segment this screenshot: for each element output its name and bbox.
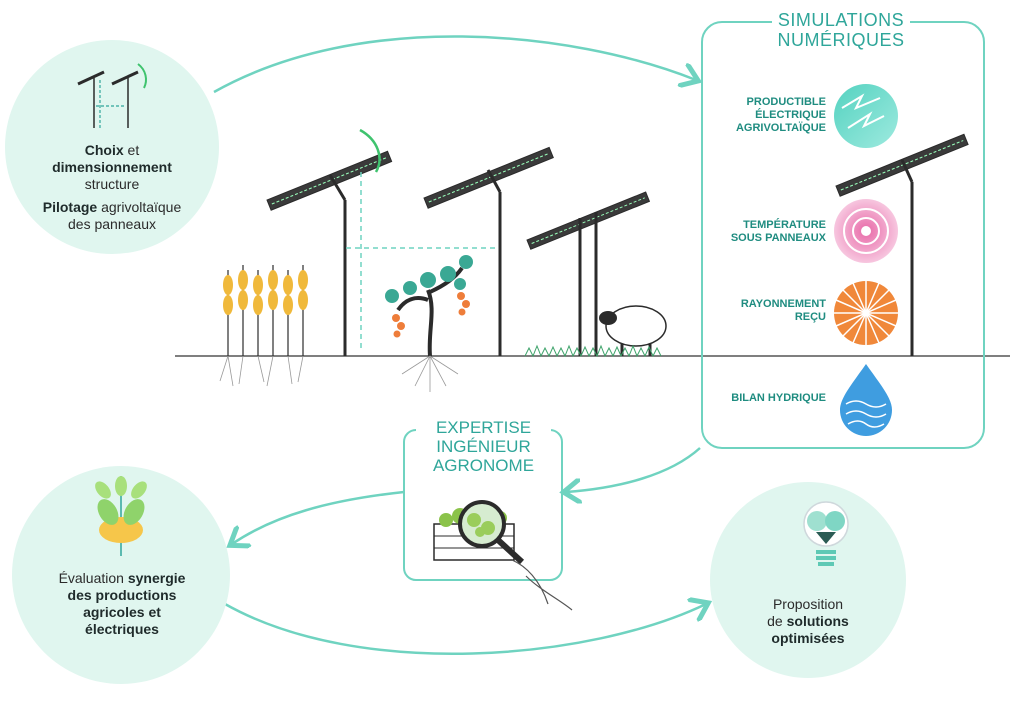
sim-item-radiation-l1: RAYONNEMENT — [740, 298, 826, 310]
pilotage-suffix: agrivoltaïque — [97, 199, 182, 215]
solutions-label: solutions — [786, 613, 849, 629]
wheat-field-icon — [219, 265, 308, 387]
de-label: de — [767, 613, 787, 629]
structure-label: structure — [84, 176, 140, 192]
solar-panel-3 — [526, 191, 651, 356]
agricoles-label: agricoles et — [83, 604, 161, 620]
structure-text: Choix et dimensionnement structure Pilot… — [20, 142, 204, 233]
sim-item-radiation: RAYONNEMENT REÇU — [706, 298, 826, 324]
sim-item-radiation-l2: REÇU — [794, 311, 826, 323]
arrow-simulations-to-expertise — [566, 447, 701, 492]
sim-item-electric-l2: ÉLECTRIQUE — [755, 109, 826, 121]
expertise-line1: EXPERTISE — [435, 418, 532, 437]
grass-icon — [524, 344, 662, 358]
sim-item-electric-l3: AGRIVOLTAÏQUE — [735, 122, 826, 134]
expertise-line3: AGRONOME — [432, 456, 535, 475]
sim-item-temperature-l1: TEMPÉRATURE — [743, 219, 826, 231]
electriques-label: électriques — [85, 621, 159, 637]
evaluation-label: Évaluation — [58, 570, 128, 586]
synergy-text: Évaluation synergie des productions agri… — [30, 570, 214, 638]
sim-item-electric-yield: PRODUCTIBLE ÉLECTRIQUE AGRIVOLTAÏQUE — [706, 96, 826, 135]
crate-magnifier-icon — [433, 500, 573, 611]
simulations-title: SIMULATIONS NUMÉRIQUES — [772, 10, 910, 50]
choix-suffix: et — [123, 142, 140, 158]
sim-item-water-l1: BILAN HYDRIQUE — [731, 392, 826, 404]
optimisees-label: optimisées — [771, 630, 845, 646]
sim-item-temperature: TEMPÉRATURE SOUS PANNEAUX — [706, 219, 826, 245]
tilt-arrow — [359, 128, 381, 173]
solar-panel-2 — [423, 146, 554, 356]
sheep-icon — [599, 305, 667, 356]
arrow-expertise-to-synergy — [232, 490, 405, 544]
vine-plant-icon — [385, 255, 473, 392]
synergie-label: synergie — [127, 570, 186, 586]
electric-yield-icon — [834, 84, 898, 148]
sim-item-water-balance: BILAN HYDRIQUE — [706, 392, 826, 405]
radiation-icon — [834, 281, 898, 345]
pilotage-label: Pilotage — [42, 199, 98, 215]
expertise-line2: INGÉNIEUR — [436, 437, 531, 456]
solutions-text: Proposition de solutions optimisées — [730, 596, 886, 647]
productions-label: des productions — [67, 587, 177, 603]
solar-panel-4 — [835, 133, 969, 356]
temperature-icon — [834, 199, 898, 263]
expertise-title: EXPERTISE INGÉNIEUR AGRONOME — [416, 418, 551, 475]
arrow-synergy-to-solutions — [224, 604, 706, 655]
dimensionnement-label: dimensionnement — [52, 159, 172, 175]
panels-label: des panneaux — [68, 216, 156, 232]
simulations-title-line1: SIMULATIONS — [777, 10, 905, 30]
sim-item-electric-l1: PRODUCTIBLE — [746, 96, 826, 108]
arrow-structure-to-simulations — [213, 35, 696, 94]
choix-label: Choix — [84, 142, 124, 158]
solar-panel-1 — [266, 150, 393, 356]
sim-item-temperature-l2: SOUS PANNEAUX — [730, 232, 826, 244]
water-drop-icon — [840, 364, 892, 436]
proposition-label: Proposition — [772, 596, 844, 612]
simulations-title-line2: NUMÉRIQUES — [777, 30, 905, 50]
solutions-circle — [710, 482, 906, 678]
